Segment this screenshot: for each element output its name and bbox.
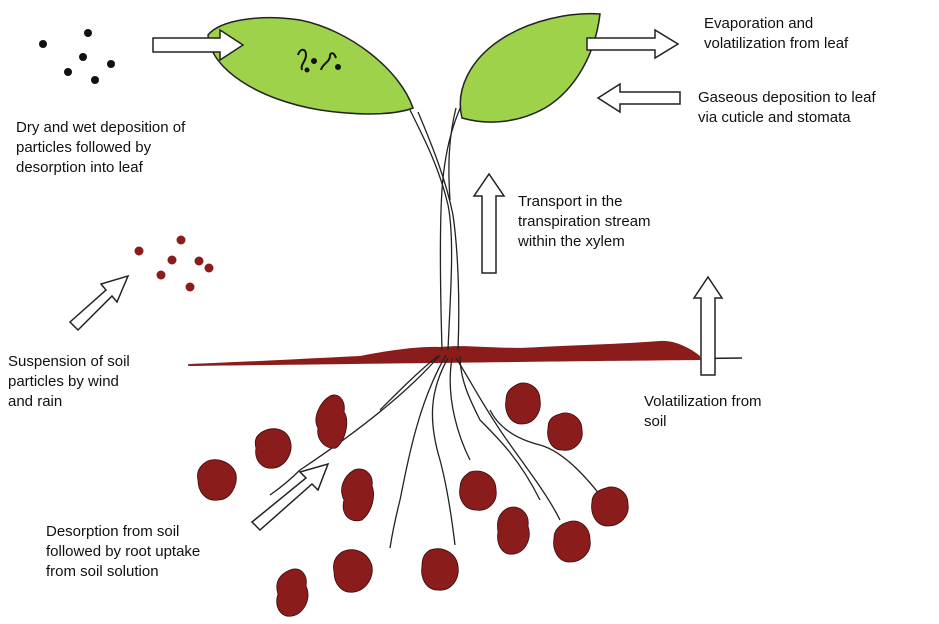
ground-surface	[188, 341, 742, 366]
label-gaseous-deposition: Gaseous deposition to leaf via cuticle a…	[698, 88, 876, 128]
label-soil-suspension: Suspension of soil particles by wind and…	[8, 352, 130, 412]
label-xylem-transport: Transport in the transpiration stream wi…	[518, 192, 651, 252]
label-line: Desorption from soil	[46, 522, 200, 542]
label-line: particles followed by	[16, 138, 185, 158]
soil-aggregates	[197, 383, 628, 616]
suspended-soil-particles	[135, 236, 214, 292]
label-line: soil	[644, 412, 762, 432]
label-evaporation: Evaporation and volatilization from leaf	[704, 14, 848, 54]
label-line: transpiration stream	[518, 212, 651, 232]
label-line: from soil solution	[46, 562, 200, 582]
label-volatilization-soil: Volatilization from soil	[644, 392, 762, 432]
label-line: volatilization from leaf	[704, 34, 848, 54]
label-line: followed by root uptake	[46, 542, 200, 562]
label-root-uptake: Desorption from soil followed by root up…	[46, 522, 200, 582]
label-line: Volatilization from	[644, 392, 762, 412]
label-dry-wet-deposition: Dry and wet deposition of particles foll…	[16, 118, 185, 178]
label-line: via cuticle and stomata	[698, 108, 876, 128]
label-line: Evaporation and	[704, 14, 848, 34]
label-line: within the xylem	[518, 232, 651, 252]
label-line: Transport in the	[518, 192, 651, 212]
arrow-soil-suspension	[70, 276, 128, 330]
label-line: Dry and wet deposition of	[16, 118, 185, 138]
arrow-volatilization-soil	[694, 277, 722, 375]
label-line: Gaseous deposition to leaf	[698, 88, 876, 108]
arrow-evaporation-from-leaf	[587, 30, 678, 58]
left-leaf	[208, 18, 413, 114]
label-line: Suspension of soil	[8, 352, 130, 372]
label-line: and rain	[8, 392, 130, 412]
label-line: desorption into leaf	[16, 158, 185, 178]
right-leaf	[460, 14, 600, 122]
label-line: particles by wind	[8, 372, 130, 392]
plant-roots	[270, 355, 615, 548]
airborne-particles	[39, 29, 115, 84]
plant-stem	[410, 104, 462, 350]
arrow-xylem-transport	[474, 174, 504, 273]
arrow-root-uptake	[252, 464, 328, 530]
arrow-gaseous-to-leaf	[598, 84, 680, 112]
